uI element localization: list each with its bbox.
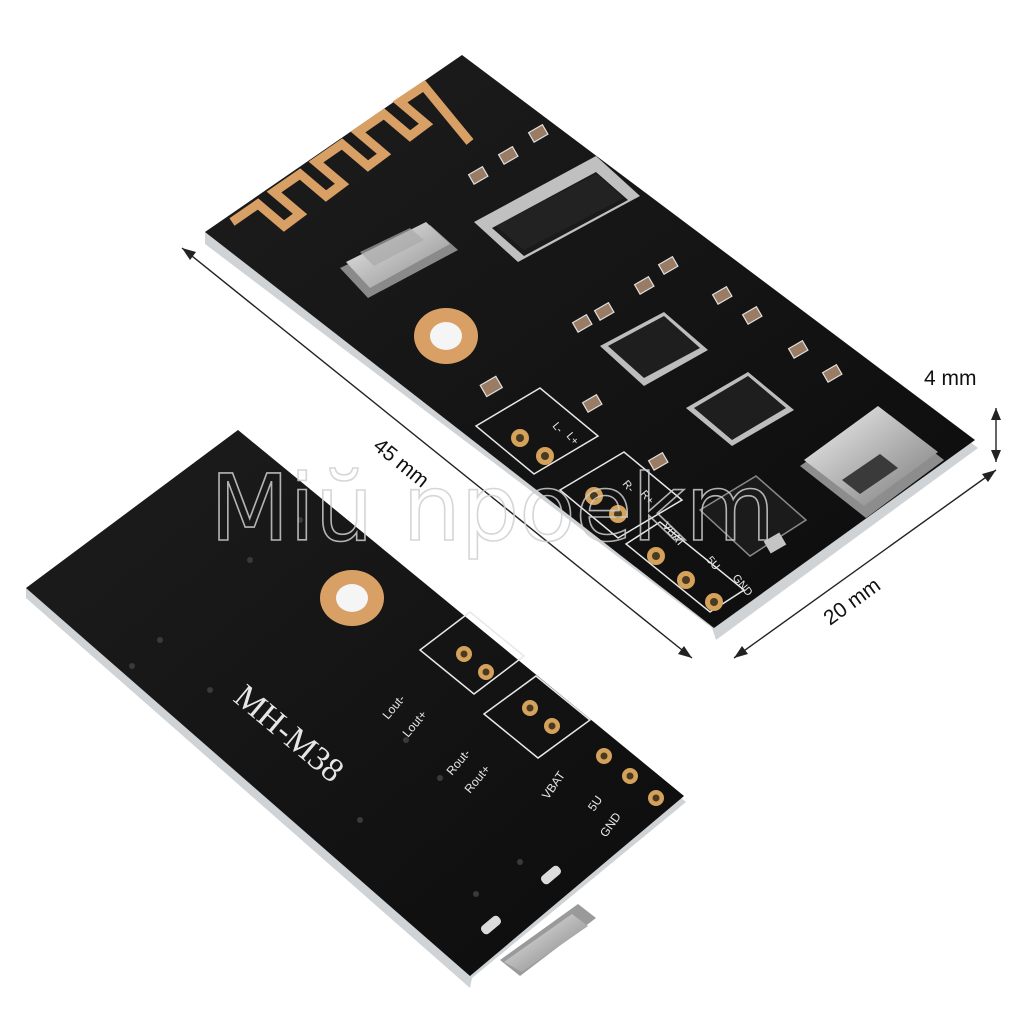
rout-pads xyxy=(482,675,592,759)
crystal-oscillator xyxy=(340,222,458,298)
front-board: L- L+ R- R+ VBAT 5U GND xyxy=(205,55,978,640)
micro-usb-port-back xyxy=(500,904,596,976)
micro-usb-port-front xyxy=(800,406,944,518)
back-power-pads xyxy=(596,748,664,806)
mounting-hole-front xyxy=(414,308,478,364)
antenna-trace xyxy=(229,79,474,232)
vias xyxy=(129,517,523,897)
amplifier-ic-2 xyxy=(686,372,794,446)
power-pads xyxy=(624,521,746,613)
voltage-regulator xyxy=(698,475,808,557)
back-board-surface xyxy=(26,430,684,976)
speaker-right-pads xyxy=(558,451,684,539)
dimension-4mm: 4 mm xyxy=(924,367,1001,462)
lout-pads xyxy=(418,611,526,695)
watermark: Miŭ npoekm xyxy=(210,455,775,562)
smd-components xyxy=(467,123,843,472)
amplifier-ic-1 xyxy=(600,312,708,386)
mounting-hole-back xyxy=(320,570,384,626)
back-component-1 xyxy=(540,865,562,885)
dimension-width-label: 20 mm xyxy=(819,574,884,630)
bluetooth-ic xyxy=(474,156,640,262)
back-board: MH-M38 Lout- Lout+ Rout- Rout+ VBAT 5U G… xyxy=(26,430,686,988)
speaker-left-pads xyxy=(474,387,600,475)
dimension-height-label: 4 mm xyxy=(924,367,977,390)
front-board-surface xyxy=(205,55,975,628)
back-component-2 xyxy=(480,915,502,935)
